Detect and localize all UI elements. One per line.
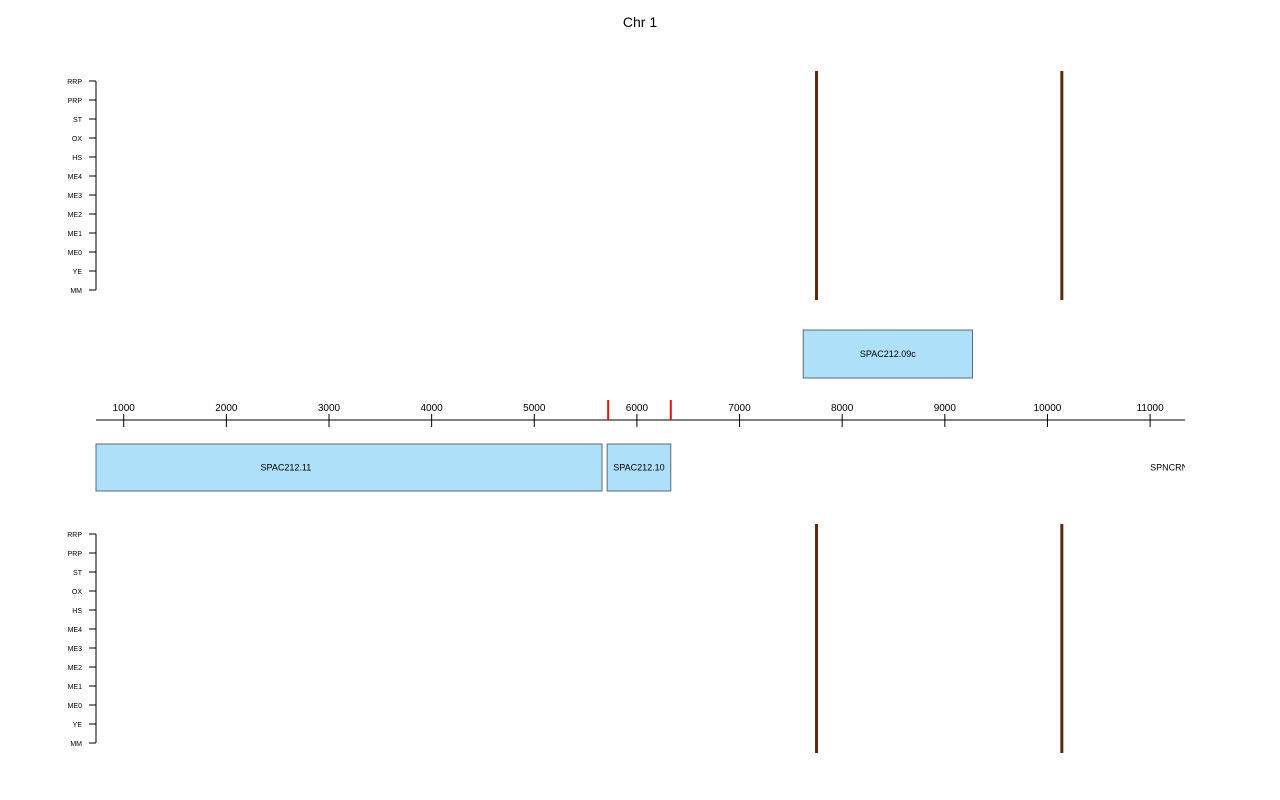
axis-tick-label: 6000 — [626, 403, 649, 414]
axis-tick-label: 11000 — [1137, 403, 1165, 414]
lower-track-label: YE — [73, 722, 83, 729]
upper-track-label: OX — [72, 136, 82, 143]
axis-tick-label: 4000 — [421, 403, 444, 414]
axis-tick-label: 1000 — [113, 403, 136, 414]
genome-position-axis: 1000 2000 3000 4000 5000 6000 7000 8000 9000 1000… — [96, 400, 1185, 427]
chart-title: Chr 1 — [623, 14, 657, 30]
lower-track-label: ME2 — [68, 665, 83, 672]
axis-tick-label: 3000 — [318, 403, 341, 414]
lower-track-label: MM — [70, 741, 82, 748]
lower-track-label: ME1 — [68, 684, 83, 691]
upper-track-label: ME0 — [68, 250, 83, 257]
axis-tick-label: 7000 — [728, 403, 751, 414]
gene-label: SPAC212.10 — [613, 463, 664, 473]
lower-track-label: ME3 — [68, 646, 83, 653]
gene-label: SPAC212.11 — [261, 463, 312, 473]
upper-track-label: MM — [70, 288, 82, 295]
axis-tick-label: 9000 — [934, 403, 957, 414]
lower-track-label: ST — [73, 570, 83, 577]
reverse-strand-genes: SPAC212.11 SPAC212.10 SPNCRN — [95, 443, 1188, 492]
upper-track-label: YE — [73, 269, 83, 276]
gene-box — [606, 443, 672, 492]
upper-track-label: PRP — [68, 98, 83, 105]
axis-tick-label: 10000 — [1034, 403, 1062, 414]
lower-track-label: HS — [72, 608, 82, 615]
lower-track-label: ME0 — [68, 703, 83, 710]
lower-track-label: ME4 — [68, 627, 83, 634]
upper-track-label: ME1 — [68, 231, 83, 238]
upper-track-label: ME3 — [68, 193, 83, 200]
gene-label: SPNCRN — [1150, 463, 1188, 473]
forward-strand-genes: SPAC212.09c — [802, 329, 974, 379]
upper-track-label: HS — [72, 155, 82, 162]
gene-label: SPAC212.09c — [860, 349, 916, 359]
lower-track-label: OX — [72, 589, 82, 596]
upper-track-label: ST — [73, 117, 83, 124]
axis-tick-label: 5000 — [523, 403, 546, 414]
axis-tick-label: 8000 — [831, 403, 854, 414]
upper-track-label: ME2 — [68, 212, 83, 219]
lower-track-label: PRP — [68, 551, 83, 558]
upper-track-label: ME4 — [68, 174, 83, 181]
axis-tick-label: 2000 — [215, 403, 238, 414]
gene-box — [802, 329, 974, 379]
upper-track-label: RRP — [67, 79, 82, 86]
lower-track-label: RRP — [67, 532, 82, 539]
gene-box — [95, 443, 603, 492]
